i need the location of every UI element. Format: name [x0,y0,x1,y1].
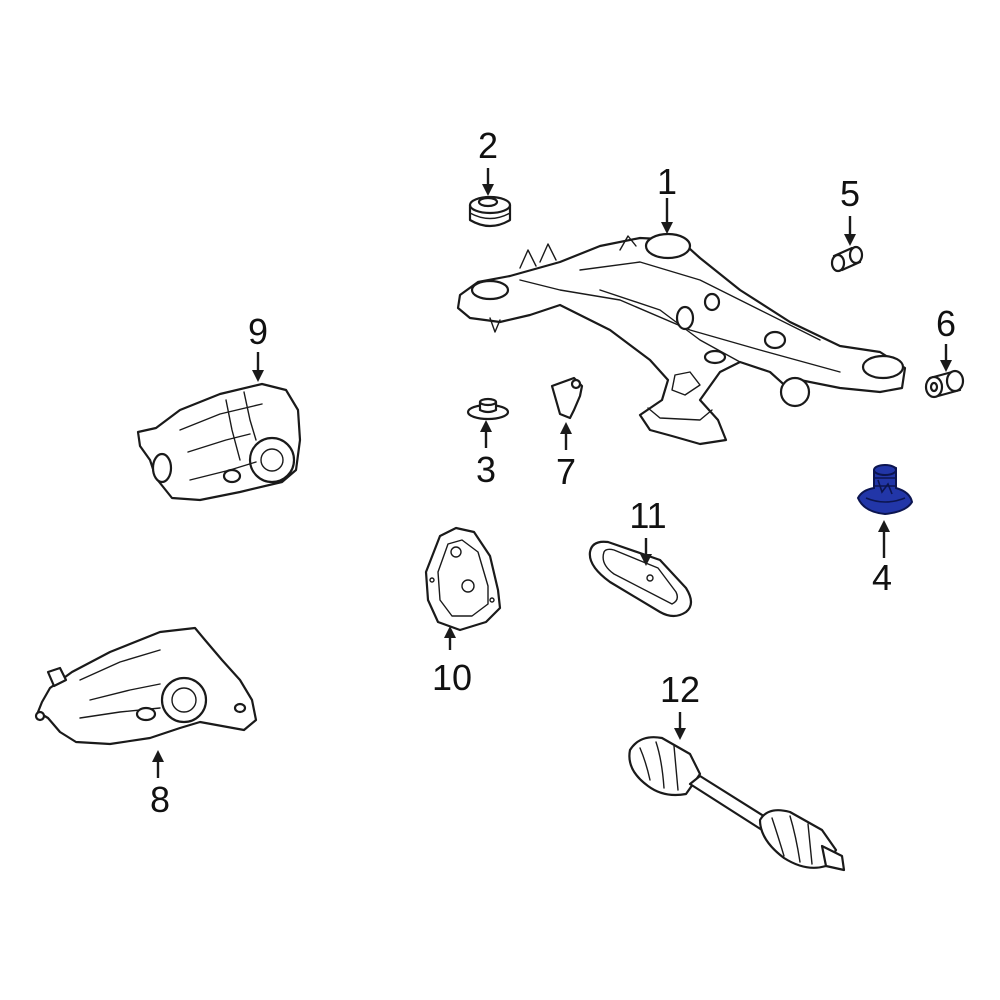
part-2-bushing[interactable] [468,195,512,228]
callout-11[interactable]: 11 [629,495,666,536]
callout-3[interactable]: 3 [476,449,496,490]
callout-labels: 1 2 3 4 5 6 7 8 9 10 11 12 [150,125,956,820]
callout-6[interactable]: 6 [936,303,956,344]
part-11-gasket[interactable] [588,540,693,618]
part-9-differential[interactable] [136,382,302,502]
callout-5[interactable]: 5 [840,173,860,214]
part-8-differential[interactable] [34,626,258,746]
part-7-bracket[interactable] [550,376,584,420]
part-6-bushing[interactable] [924,369,965,399]
callout-1[interactable]: 1 [657,161,677,202]
callout-4[interactable]: 4 [872,557,892,598]
part-12-axle-shaft[interactable] [628,736,846,872]
callout-8[interactable]: 8 [150,779,170,820]
part-3-mount[interactable] [466,397,510,421]
callout-2[interactable]: 2 [478,125,498,166]
callout-10[interactable]: 10 [432,657,472,698]
callout-9[interactable]: 9 [248,311,268,352]
part-4-mount[interactable] [856,464,914,516]
callout-7[interactable]: 7 [556,451,576,492]
part-5-bushing[interactable] [830,245,864,273]
leader-arrows [152,168,952,778]
part-10-cover[interactable] [424,526,502,632]
callout-12[interactable]: 12 [660,669,700,710]
part-1-crossmember[interactable] [456,232,907,446]
